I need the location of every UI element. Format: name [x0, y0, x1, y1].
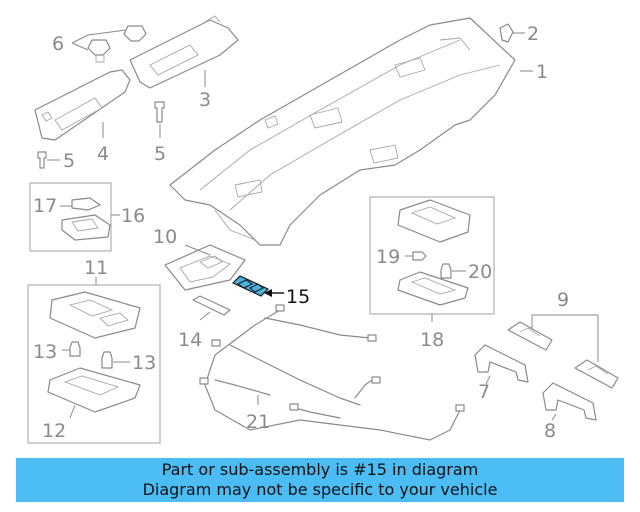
- callout-13b: 13: [132, 352, 156, 374]
- bracket-part-12: [47, 367, 141, 413]
- callout-7: 7: [478, 381, 490, 403]
- callout-15: 15: [286, 286, 310, 308]
- lamp-part-17: [71, 197, 101, 211]
- callout-10: 10: [153, 226, 177, 248]
- bracket-part-18: [397, 271, 469, 306]
- banner-line-1: Part or sub-assembly is #15 in diagram: [161, 460, 479, 479]
- sun-visor-part-3: [129, 15, 239, 89]
- callout-4: 4: [97, 143, 109, 165]
- highlighted-part-15: [231, 275, 270, 297]
- bracket-part-9b: [574, 359, 619, 389]
- callout-11: 11: [84, 257, 108, 279]
- callout-16: 16: [121, 205, 145, 227]
- callout-17: 17: [33, 195, 57, 217]
- bulb-part-19: [412, 251, 427, 261]
- banner-line-2: Diagram may not be specific to your vehi…: [142, 480, 498, 499]
- headliner-part: [169, 17, 516, 246]
- console-part-11: [49, 291, 141, 339]
- console-part-18: [397, 199, 471, 243]
- grip-part-7: [474, 344, 529, 383]
- trim-part-14: [192, 295, 231, 316]
- callout-19: 19: [376, 246, 400, 268]
- screw-part-5b: [154, 101, 165, 123]
- grip-part-8: [542, 382, 597, 421]
- callout-12: 12: [42, 420, 66, 442]
- callout-2: 2: [527, 23, 539, 45]
- console-part-10: [164, 244, 246, 291]
- bulb-part-13a: [69, 341, 81, 357]
- box-16: [29, 182, 112, 252]
- callout-9: 9: [557, 289, 569, 311]
- screw-part-5a: [37, 151, 47, 169]
- callout-6: 6: [52, 33, 64, 55]
- callout-20: 20: [468, 261, 492, 283]
- callout-5b: 5: [154, 143, 166, 165]
- wiring-harness-part-21: [199, 304, 465, 441]
- bulb-part-13b: [101, 351, 113, 369]
- callout-13a: 13: [33, 341, 57, 363]
- lamp-part-16: [61, 214, 111, 241]
- info-banner: Part or sub-assembly is #15 in diagram D…: [16, 458, 624, 502]
- callout-18: 18: [420, 329, 444, 351]
- parts-diagram: 1 2 3 4 5 5 6: [27, 15, 619, 444]
- bracket-part-9a: [507, 321, 553, 351]
- sun-visor-part-4: [34, 69, 131, 141]
- callout-3: 3: [199, 89, 211, 111]
- callout-8: 8: [544, 420, 556, 442]
- bulb-part-20: [440, 263, 452, 279]
- visor-holder-part-6: [87, 25, 147, 63]
- callout-5a: 5: [63, 150, 75, 172]
- callout-14: 14: [178, 329, 202, 351]
- callout-21: 21: [246, 411, 270, 433]
- box-11: [27, 284, 161, 444]
- clip-part-2: [499, 23, 514, 43]
- callout-1: 1: [536, 61, 548, 83]
